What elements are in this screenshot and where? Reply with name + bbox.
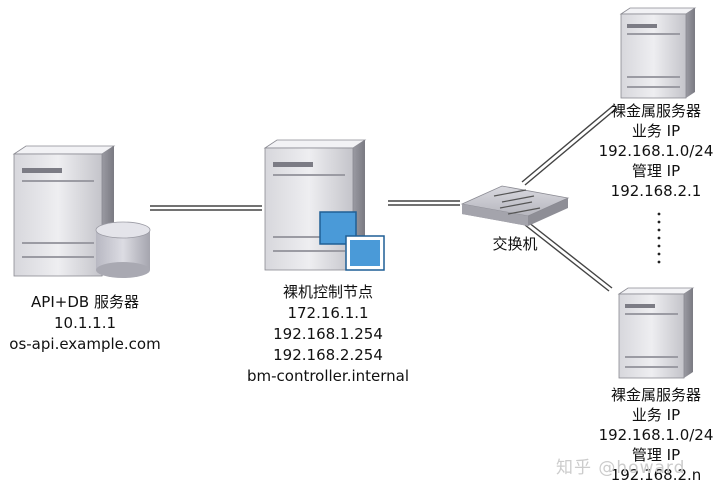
- controller-node-ip: 192.168.1.254: [273, 325, 383, 343]
- switch-label: 交换机: [470, 234, 560, 255]
- switch-name: 交换机: [492, 235, 538, 253]
- api-db-server-name: API+DB 服务器: [31, 293, 139, 311]
- link-controller-switch: [388, 200, 460, 206]
- link-api-controller: [150, 205, 262, 211]
- watermark: 知乎 @howard: [556, 458, 686, 478]
- bm-server-biz-ip: 192.168.1.0/24: [598, 426, 714, 444]
- server-icon: [617, 287, 695, 379]
- bm-server-biz-label: 业务 IP: [631, 406, 681, 424]
- server-icon: [619, 7, 697, 99]
- link-switch-bm-top: [521, 104, 618, 186]
- server-icon: [263, 139, 367, 271]
- controller-node-ip: 192.168.2.254: [273, 346, 383, 364]
- bm-server-mgmt-ip: 192.168.2.n: [610, 466, 702, 484]
- bm-server-biz-ip: 192.168.1.0/24: [598, 142, 714, 160]
- windows-icon: [319, 211, 385, 271]
- bm-server-name: 裸金属服务器: [610, 102, 701, 120]
- bm-server-biz-label: 业务 IP: [631, 122, 681, 140]
- ellipsis-dots: [657, 212, 661, 264]
- bm-server-mgmt-label: 管理 IP: [631, 162, 681, 180]
- switch-icon: [460, 185, 570, 226]
- database-icon: [95, 221, 151, 278]
- bm-server-mgmt-ip: 192.168.2.1: [610, 182, 702, 200]
- api-db-server-host: os-api.example.com: [9, 335, 161, 353]
- api-db-server-label: API+DB 服务器 10.1.1.1 os-api.example.com: [2, 292, 168, 355]
- bm-server-top-label: 裸金属服务器 业务 IP 192.168.1.0/24 管理 IP 192.16…: [592, 101, 720, 201]
- controller-node-label: 裸机控制节点 172.16.1.1 192.168.1.254 192.168.…: [228, 282, 428, 387]
- controller-node-host: bm-controller.internal: [246, 367, 410, 385]
- controller-node-ip: 172.16.1.1: [287, 304, 369, 322]
- bm-server-mgmt-label: 管理 IP: [631, 446, 681, 464]
- server-icon: [12, 145, 116, 277]
- api-db-server-ip: 10.1.1.1: [53, 314, 117, 332]
- bm-server-bottom-label: 裸金属服务器 业务 IP 192.168.1.0/24 管理 IP 192.16…: [592, 385, 720, 485]
- controller-node-name: 裸机控制节点: [282, 283, 373, 301]
- bm-server-name: 裸金属服务器: [610, 386, 701, 404]
- link-switch-bm-bottom: [524, 221, 613, 292]
